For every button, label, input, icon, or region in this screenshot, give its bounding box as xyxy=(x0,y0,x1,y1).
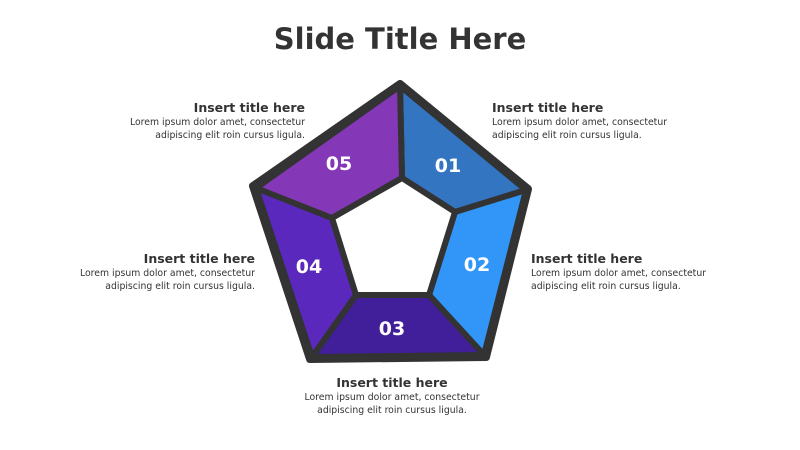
block-05-line1: Lorem ipsum dolor amet, consectetur xyxy=(129,117,305,128)
text-block-03: Insert title here Lorem ipsum dolor amet… xyxy=(297,375,487,417)
block-04-title: Insert title here xyxy=(143,251,255,266)
block-03-line1: Lorem ipsum dolor amet, consectetur xyxy=(304,392,480,403)
block-05-title: Insert title here xyxy=(193,100,305,115)
text-block-05: Insert title here Lorem ipsum dolor amet… xyxy=(115,100,305,142)
block-03-title: Insert title here xyxy=(336,375,448,390)
block-03-line2: adipiscing elit roin cursus ligula. xyxy=(317,405,467,416)
pentagon-hole xyxy=(329,175,458,298)
block-02-title: Insert title here xyxy=(531,251,643,266)
text-block-01: Insert title here Lorem ipsum dolor amet… xyxy=(492,100,682,142)
segment-02-number: 02 xyxy=(464,254,490,276)
text-block-04: Insert title here Lorem ipsum dolor amet… xyxy=(65,251,255,293)
block-05-line2: adipiscing elit roin cursus ligula. xyxy=(155,130,305,141)
segment-03-number: 03 xyxy=(379,318,405,340)
block-01-line2: adipiscing elit roin cursus ligula. xyxy=(492,130,642,141)
block-01-title: Insert title here xyxy=(492,100,604,115)
block-02-line1: Lorem ipsum dolor amet, consectetur xyxy=(531,268,707,279)
block-01-line1: Lorem ipsum dolor amet, consectetur xyxy=(492,117,668,128)
segment-04-number: 04 xyxy=(296,256,322,278)
block-04-line2: adipiscing elit roin cursus ligula. xyxy=(105,281,255,292)
text-block-02: Insert title here Lorem ipsum dolor amet… xyxy=(531,251,721,293)
slide-title: Slide Title Here xyxy=(273,22,527,56)
segment-01-number: 01 xyxy=(435,155,461,177)
pentagon-outline xyxy=(249,80,532,363)
block-04-line1: Lorem ipsum dolor amet, consectetur xyxy=(79,268,255,279)
block-02-line2: adipiscing elit roin cursus ligula. xyxy=(531,281,681,292)
segment-05-number: 05 xyxy=(326,153,352,175)
